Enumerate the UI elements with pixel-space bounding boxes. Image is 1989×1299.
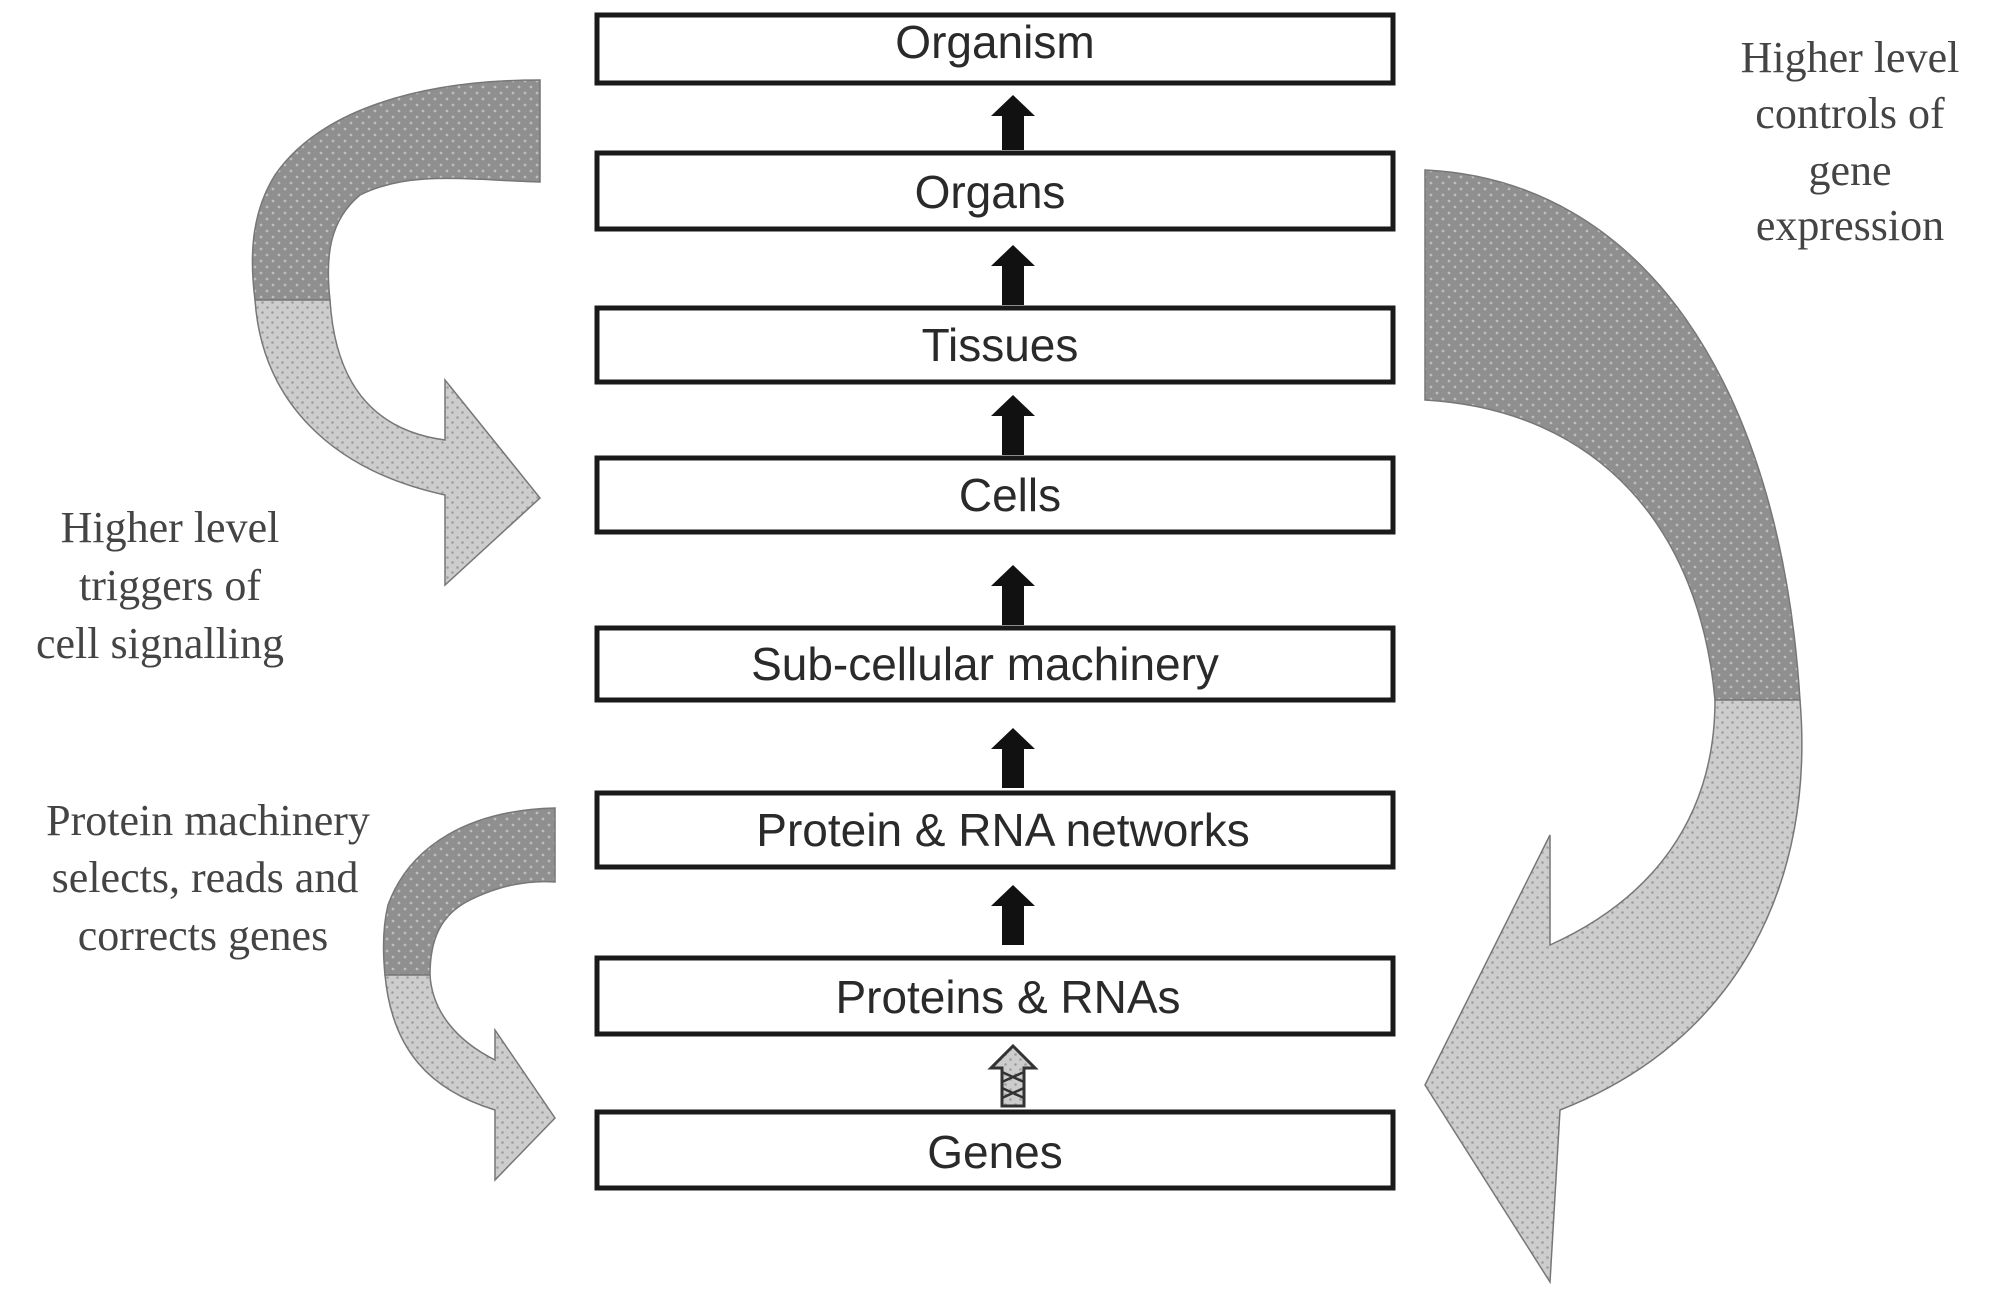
- annotation-gene-expression-line-3: gene: [1808, 146, 1891, 195]
- gene-expression-curved-arrow: [1424, 169, 1803, 1285]
- level-cells: Cells: [594, 455, 1396, 535]
- protein-machinery-arrow-lower: [384, 974, 556, 1182]
- up-arrow-icon: [991, 245, 1035, 305]
- annotation-protein-machinery-line-1: Protein machinery: [46, 796, 370, 845]
- level-cells-box: [594, 455, 1396, 535]
- cell-signalling-curved-arrow: [251, 79, 542, 587]
- level-organs-label: Organs: [915, 166, 1066, 218]
- annotation-protein-machinery: Protein machinery selects, reads and cor…: [46, 796, 370, 960]
- protein-machinery-arrow-upper: [382, 807, 556, 976]
- up-arrow-icon: [991, 885, 1035, 945]
- up-arrow-subcellular-to-cells: [991, 565, 1035, 625]
- cell-signalling-arrow-upper: [251, 79, 541, 301]
- level-genes-label: Genes: [927, 1126, 1063, 1178]
- annotation-cell-signalling: Higher level triggers of cell signalling: [36, 503, 284, 668]
- level-cells-label: Cells: [959, 469, 1061, 521]
- level-organs: Organs: [594, 150, 1396, 232]
- level-genes: Genes: [594, 1109, 1396, 1191]
- level-tissues-label: Tissues: [922, 319, 1079, 371]
- annotation-cell-signalling-line-3: cell signalling: [36, 619, 284, 668]
- dna-helix-icon: [1001, 1070, 1025, 1100]
- level-networks: Protein & RNA networks: [594, 790, 1396, 870]
- level-genes-box: [594, 1109, 1396, 1191]
- level-networks-label: Protein & RNA networks: [756, 804, 1249, 856]
- level-organism-label: Organism: [895, 16, 1094, 68]
- level-proteins-label: Proteins & RNAs: [835, 971, 1180, 1023]
- level-subcellular-label: Sub-cellular machinery: [751, 638, 1219, 690]
- level-organism-box: [594, 12, 1396, 86]
- annotation-gene-expression-line-4: expression: [1756, 201, 1944, 250]
- up-arrow-tissues-to-organs: [991, 245, 1035, 305]
- level-networks-box: [594, 790, 1396, 870]
- annotation-gene-expression-line-1: Higher level: [1741, 33, 1960, 82]
- up-arrow-organs-to-organism: [991, 95, 1035, 150]
- up-arrow-cells-to-tissues: [991, 395, 1035, 455]
- level-organism: Organism: [594, 12, 1396, 86]
- level-tissues-box: [594, 305, 1396, 385]
- cell-signalling-arrow-lower: [254, 299, 542, 587]
- up-arrow-icon: [991, 728, 1035, 788]
- gene-expression-arrow-lower: [1424, 699, 1803, 1285]
- dna-up-arrow-genes-to-proteins: [987, 1043, 1039, 1108]
- annotation-protein-machinery-line-2: selects, reads and: [52, 853, 359, 902]
- annotation-gene-expression-line-2: controls of: [1755, 89, 1945, 138]
- up-arrow-icon: [991, 395, 1035, 455]
- annotation-cell-signalling-line-1: Higher level: [61, 503, 280, 552]
- gene-expression-arrow-upper: [1424, 169, 1801, 701]
- up-arrow-icon: [991, 95, 1035, 150]
- level-proteins-box: [594, 955, 1396, 1037]
- annotation-cell-signalling-line-2: triggers of: [79, 561, 261, 610]
- up-arrow-icon: [991, 565, 1035, 625]
- level-organs-box: [594, 150, 1396, 232]
- protein-machinery-curved-arrow: [382, 807, 556, 1182]
- annotation-protein-machinery-line-3: corrects genes: [78, 911, 328, 960]
- up-arrow-networks-to-subcellular: [991, 728, 1035, 788]
- level-subcellular: Sub-cellular machinery: [594, 625, 1396, 703]
- annotation-gene-expression: Higher level controls of gene expression: [1741, 33, 1960, 250]
- level-tissues: Tissues: [594, 305, 1396, 385]
- up-arrow-proteins-to-networks: [991, 885, 1035, 945]
- level-subcellular-box: [594, 625, 1396, 703]
- level-proteins: Proteins & RNAs: [594, 955, 1396, 1037]
